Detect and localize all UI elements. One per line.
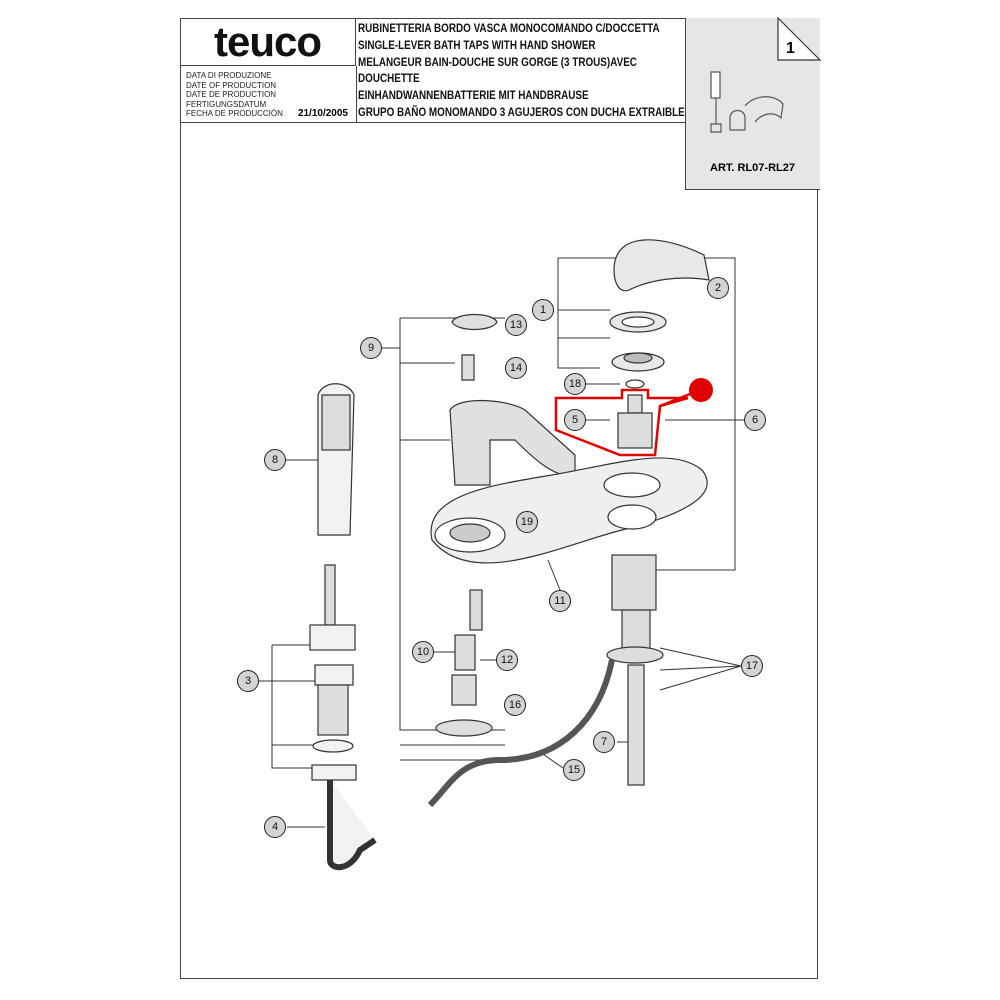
callout-4[interactable]: 4 xyxy=(264,816,286,838)
production-label: FERTIGUNGSDATUM xyxy=(186,99,267,109)
production-info: DATA DI PRODUZIONE DATE OF PRODUCTION DA… xyxy=(180,66,357,122)
drawing-sheet xyxy=(180,18,818,979)
product-titles: RUBINETTERIA BORDO VASCA MONOCOMANDO C/D… xyxy=(358,21,685,122)
highlight-marker-dot xyxy=(689,378,713,402)
callout-16[interactable]: 16 xyxy=(504,694,526,716)
callout-5[interactable]: 5 xyxy=(564,409,586,431)
title-it: RUBINETTERIA BORDO VASCA MONOCOMANDO C/D… xyxy=(358,23,660,35)
callout-3[interactable]: 3 xyxy=(237,670,259,692)
callout-14[interactable]: 14 xyxy=(505,357,527,379)
callout-13[interactable]: 13 xyxy=(505,314,527,336)
production-label: DATE OF PRODUCTION xyxy=(186,80,277,90)
right-column xyxy=(606,554,664,786)
sheet-number: 1 xyxy=(786,40,795,57)
callout-8[interactable]: 8 xyxy=(264,449,286,471)
callout-15[interactable]: 15 xyxy=(563,759,585,781)
production-label: DATA DI PRODUZIONE xyxy=(186,71,272,80)
production-date: 21/10/2005 xyxy=(297,108,348,119)
article-code: ART. RL07-RL27 xyxy=(710,162,795,174)
header-divider xyxy=(180,122,685,123)
callout-7[interactable]: 7 xyxy=(593,731,615,753)
callout-18[interactable]: 18 xyxy=(564,373,586,395)
callout-19[interactable]: 19 xyxy=(516,511,538,533)
hand-shower xyxy=(309,383,377,871)
callout-17[interactable]: 17 xyxy=(741,655,763,677)
teuco-logo: teuco xyxy=(213,17,322,65)
production-label: DATE DE PRODUCTION xyxy=(186,90,277,99)
highlight-outline xyxy=(554,388,689,457)
hose xyxy=(427,659,615,808)
callout-11[interactable]: 11 xyxy=(549,590,571,612)
page-corner xyxy=(777,16,822,61)
mixer-body xyxy=(449,313,576,486)
logo-box: teuco xyxy=(180,18,356,66)
cartridge xyxy=(617,379,653,449)
title-fr: MELANGEUR BAIN-DOUCHE SUR GORGE (3 TROUS… xyxy=(358,56,637,69)
callout-2[interactable]: 2 xyxy=(707,277,729,299)
production-label: FECHA DE PRODUCCIÓN xyxy=(186,109,283,118)
callout-1[interactable]: 1 xyxy=(532,299,554,321)
spout xyxy=(609,239,710,372)
title-es: GRUPO BAÑO MONOMANDO 3 AGUJEROS CON DUCH… xyxy=(358,106,685,119)
deck-plate xyxy=(430,457,708,564)
callout-10[interactable]: 10 xyxy=(412,641,434,663)
title-en: SINGLE-LEVER BATH TAPS WITH HAND SHOWER xyxy=(358,39,596,52)
callout-12[interactable]: 12 xyxy=(496,649,518,671)
left-supply xyxy=(435,589,493,737)
thumbnail-image xyxy=(710,71,784,133)
title-fr-cont: DOUCHETTE xyxy=(358,73,420,86)
callout-6[interactable]: 6 xyxy=(744,409,766,431)
title-de: EINHANDWANNENBATTERIE MIT HANDBRAUSE xyxy=(358,90,589,103)
callout-9[interactable]: 9 xyxy=(360,337,382,359)
